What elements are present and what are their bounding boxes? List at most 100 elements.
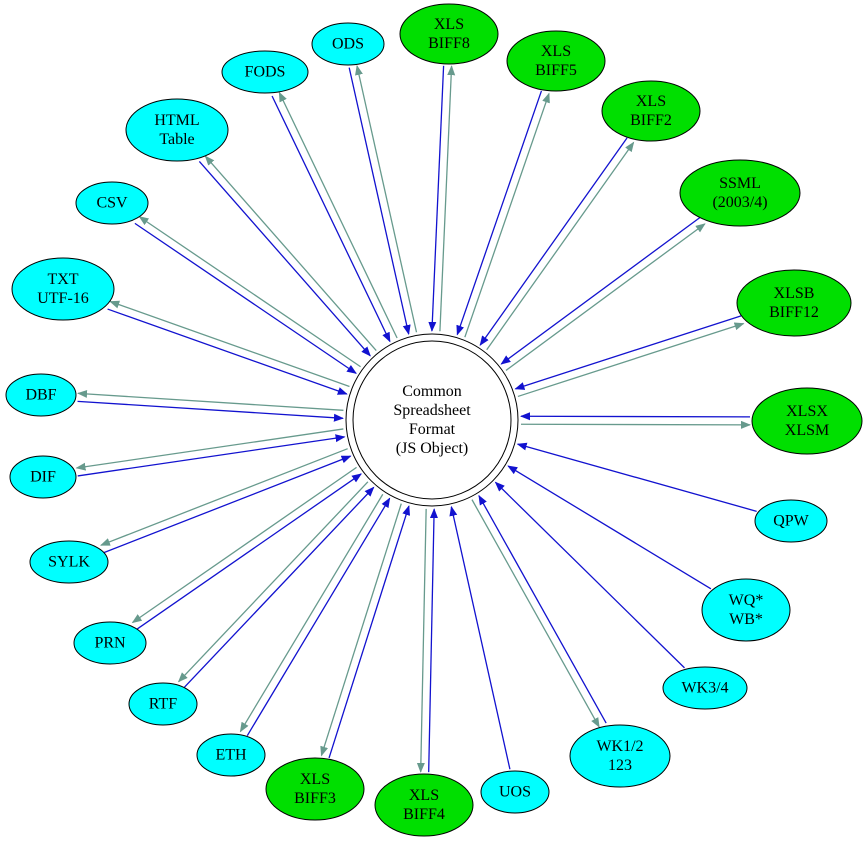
- edge-write-xls-biff4: [416, 508, 427, 773]
- node-label-txt-utf16: TXT: [47, 271, 78, 288]
- node-shape-wq-wb: [701, 578, 791, 642]
- node-xls-biff2: XLS BIFF2: [601, 80, 701, 142]
- node-ssml: SSML(2003/4): [679, 159, 801, 227]
- node-shape-rtf: [128, 682, 198, 726]
- node-wk34: WK3/4: [662, 666, 748, 710]
- node-label-wk34: WK3/4: [681, 680, 728, 697]
- edge-read-csv: [134, 222, 357, 374]
- center-label: Common: [402, 383, 462, 400]
- node-label-uos: UOS: [499, 784, 531, 801]
- node-fods: FODS: [221, 50, 309, 94]
- edge-write-csv: [138, 216, 361, 368]
- node-label-eth: ETH: [215, 747, 247, 764]
- edge-read-wq-wb: [507, 465, 712, 590]
- edge-write-xls-biff8: [439, 65, 456, 332]
- node-shape-dbf: [5, 373, 77, 417]
- node-label-sylk: SYLK: [48, 554, 90, 571]
- node-shape-ods: [311, 22, 385, 66]
- edge-read-xls-biff4: [428, 508, 438, 773]
- node-label-xls-biff8: XLS: [434, 16, 464, 33]
- node-label-xls-biff3: XLS: [300, 771, 330, 788]
- node-shape-csv: [75, 181, 149, 225]
- edge-read-xls-biff5: [456, 90, 543, 336]
- node-prn: PRN: [73, 621, 147, 665]
- edge-read-dbf: [77, 400, 344, 422]
- edge-read-ods: [348, 67, 411, 335]
- edge-read-sylk: [103, 455, 352, 554]
- node-label-rtf: RTF: [149, 696, 177, 713]
- edge-write-txt-utf16: [109, 300, 350, 388]
- edge-write-xlsx-xlsm: [520, 420, 751, 429]
- edges-layer: [75, 64, 757, 773]
- node-shape-xls-biff3: [265, 757, 365, 821]
- node-dbf: DBF: [5, 373, 77, 417]
- node-uos: UOS: [480, 770, 550, 814]
- node-label-wk12-123: 123: [608, 757, 632, 774]
- node-shape-xls-biff8: [399, 3, 499, 65]
- node-shape-prn: [73, 621, 147, 665]
- node-label-xlsx-xlsm: XLSX: [786, 403, 828, 420]
- edge-write-xls-biff3: [320, 503, 402, 757]
- node-label-xls-biff5: BIFF5: [535, 62, 577, 79]
- node-sylk: SYLK: [29, 540, 109, 584]
- edge-write-prn: [131, 466, 357, 624]
- edge-read-qpw: [516, 442, 757, 512]
- node-label-fods: FODS: [245, 64, 286, 81]
- edge-write-eth: [239, 493, 384, 733]
- node-shape-uos: [480, 770, 550, 814]
- node-label-ssml: SSML: [719, 175, 761, 192]
- edge-read-eth: [246, 497, 391, 736]
- edge-write-xlsb-biff12: [517, 322, 745, 398]
- node-label-html-table: Table: [159, 131, 194, 148]
- edge-read-xlsx-xlsm: [520, 412, 751, 421]
- center-inner-circle: [352, 340, 512, 500]
- edge-read-dif: [77, 434, 346, 477]
- edge-read-xls-biff3: [328, 505, 411, 759]
- node-shape-eth: [196, 733, 266, 777]
- edge-read-xls-biff2: [479, 137, 628, 346]
- edge-read-uos: [449, 505, 511, 770]
- edge-write-ods: [355, 64, 418, 333]
- edge-read-xlsb-biff12: [514, 315, 742, 390]
- node-shape-dif: [9, 455, 77, 499]
- node-label-dbf: DBF: [25, 387, 56, 404]
- edge-read-ssml: [500, 216, 701, 365]
- node-shape-sylk: [29, 540, 109, 584]
- node-shape-ssml: [679, 159, 801, 227]
- edge-read-xls-biff8: [428, 65, 445, 332]
- node-label-wq-wb: WB*: [729, 611, 763, 628]
- node-dif: DIF: [9, 455, 77, 499]
- edge-write-ssml: [505, 223, 706, 371]
- node-label-xls-biff2: XLS: [636, 93, 666, 110]
- node-label-qpw: QPW: [773, 513, 809, 530]
- edge-read-wk34: [494, 481, 685, 669]
- node-shape-wk34: [662, 666, 748, 710]
- node-label-xls-biff5: XLS: [541, 43, 571, 60]
- edge-read-txt-utf16: [107, 308, 348, 395]
- node-shape-fods: [221, 50, 309, 94]
- edge-write-fods: [278, 91, 398, 339]
- node-qpw: QPW: [754, 499, 828, 543]
- node-xls-biff5: XLS BIFF5: [506, 30, 606, 92]
- node-shape-xls-biff2: [601, 80, 701, 142]
- node-label-xls-biff2: BIFF2: [630, 112, 672, 129]
- center-label: (JS Object): [396, 440, 468, 457]
- edge-read-rtf: [183, 486, 375, 688]
- node-shape-wk12-123: [569, 724, 671, 788]
- node-shape-txt-utf16: [11, 257, 115, 321]
- edge-write-wk12-123: [471, 499, 600, 728]
- edge-write-rtf: [177, 481, 369, 683]
- edge-read-prn: [136, 473, 362, 630]
- edge-write-xls-biff2: [486, 141, 635, 351]
- node-label-ods: ODS: [332, 36, 364, 53]
